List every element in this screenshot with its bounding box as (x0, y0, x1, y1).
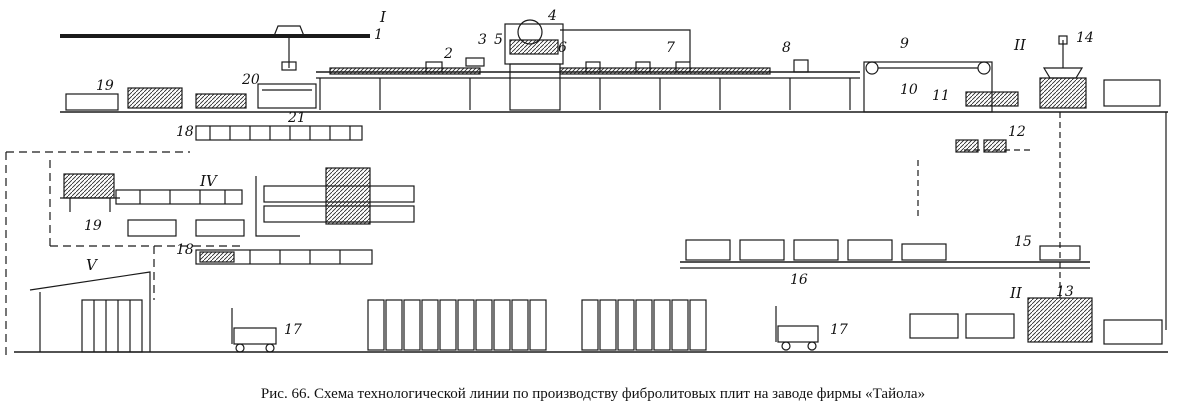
roman-II-top: II (1013, 36, 1027, 54)
label-18b: 18 (176, 242, 194, 258)
label-20: 20 (241, 72, 260, 88)
label-17a: 17 (284, 322, 302, 338)
label-18a: 18 (176, 124, 194, 140)
label-17b: 17 (830, 322, 848, 338)
label-14: 14 (1076, 30, 1094, 46)
figure-caption: Рис. 66. Схема технологической линии по … (260, 386, 926, 402)
label-13: 13 (1056, 284, 1074, 300)
roman-I: I (379, 8, 387, 26)
label-6: 6 (558, 40, 567, 56)
roman-II-bottom: II (1009, 284, 1023, 302)
label-1: 1 (374, 27, 383, 43)
label-9: 9 (900, 36, 909, 52)
label-12: 12 (1008, 124, 1026, 140)
label-3: 3 (478, 32, 487, 48)
label-2: 2 (443, 46, 453, 62)
roman-IV: IV (199, 172, 219, 190)
label-19b: 19 (84, 218, 102, 234)
label-11: 11 (932, 88, 950, 104)
top-production-line (60, 19, 1168, 113)
label-5: 5 (494, 32, 503, 48)
middle-conveyors (5, 112, 1090, 360)
label-7: 7 (666, 40, 675, 56)
label-4: 4 (547, 8, 557, 24)
label-21: 21 (287, 110, 306, 126)
label-15: 15 (1014, 234, 1032, 250)
bottom-storage (14, 112, 1168, 353)
label-16: 16 (790, 272, 808, 288)
callout-labels: 1 2 3 4 5 6 7 8 9 10 11 12 13 14 15 16 1… (84, 8, 1094, 338)
label-10: 10 (900, 82, 918, 98)
label-19a: 19 (96, 78, 114, 94)
label-8: 8 (782, 40, 791, 56)
roman-V: V (86, 256, 99, 274)
